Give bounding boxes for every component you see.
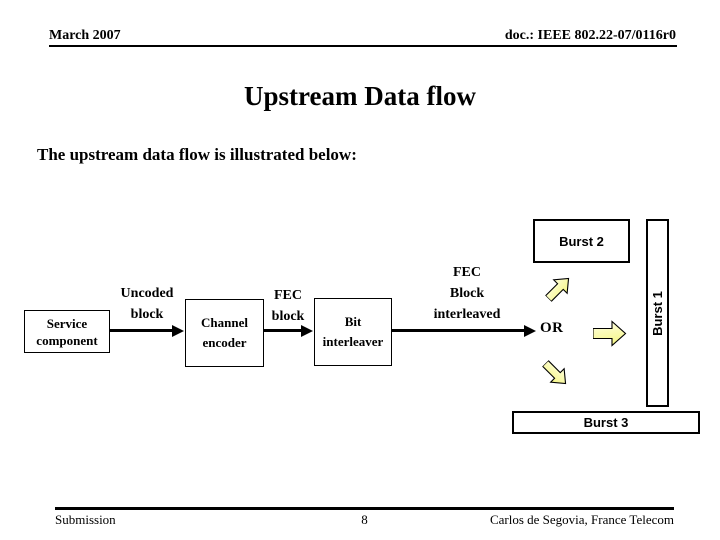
fec-block-line1: FEC: [274, 288, 302, 303]
fec-block-interleaved-line1: FEC: [453, 265, 481, 280]
fec-block-line2: block: [271, 309, 305, 324]
subtitle-text: The upstream data flow is illustrated be…: [37, 145, 357, 164]
footer-submission: Submission: [55, 512, 116, 527]
footer-page-number: 8: [361, 512, 368, 527]
footer-rule: [55, 507, 674, 510]
service-component-line1: Service: [46, 315, 88, 331]
arrow-bit-to-or: [392, 329, 525, 332]
block-arrow-right-icon: [593, 320, 627, 347]
footer-author: Carlos de Segovia, France Telecom: [489, 512, 674, 527]
burst1-label: Burst 1: [650, 290, 666, 336]
page-title: Upstream Data flow: [244, 81, 476, 111]
burst1-box: Burst 1: [646, 219, 669, 407]
arrow-channel-to-bit-head-icon: [301, 325, 313, 337]
service-component-box: Service component: [24, 310, 110, 353]
arrow-channel-to-bit: [264, 329, 302, 332]
burst2-label: Burst 2: [559, 233, 604, 249]
header-rule: [49, 45, 677, 47]
bit-interleaver-line1: Bit: [344, 314, 362, 329]
or-label: OR: [540, 320, 564, 336]
burst3-box: Burst 3: [512, 411, 700, 434]
service-component-line2: component: [36, 332, 98, 348]
arrow-bit-to-or-head-icon: [524, 325, 536, 337]
bit-interleaver-line2: interleaver: [322, 334, 384, 349]
burst2-box: Burst 2: [533, 219, 630, 263]
fec-block-interleaved-line2: Block: [449, 286, 485, 301]
uncoded-block-line1: Uncoded: [120, 286, 174, 301]
channel-encoder-line1: Channel: [201, 315, 248, 330]
fec-block-label: FEC block: [243, 285, 333, 327]
channel-encoder-line2: encoder: [202, 335, 247, 350]
header-doc-number: doc.: IEEE 802.22-07/0116r0: [504, 28, 676, 43]
burst3-label: Burst 3: [583, 415, 629, 430]
uncoded-block-line2: block: [130, 307, 164, 322]
arrow-service-to-channel: [110, 329, 172, 332]
block-arrow-down-right-icon: [541, 359, 567, 385]
block-arrow-up-right-icon: [544, 277, 570, 303]
uncoded-block-label: Uncoded block: [102, 283, 192, 325]
fec-block-interleaved-label: FEC Block interleaved: [407, 262, 527, 325]
channel-encoder-box: Channel encoder: [185, 299, 264, 367]
header-date: March 2007: [49, 28, 121, 43]
arrow-service-to-channel-head-icon: [172, 325, 184, 337]
fec-block-interleaved-line3: interleaved: [433, 307, 501, 322]
bit-interleaver-box: Bit interleaver: [314, 298, 392, 366]
